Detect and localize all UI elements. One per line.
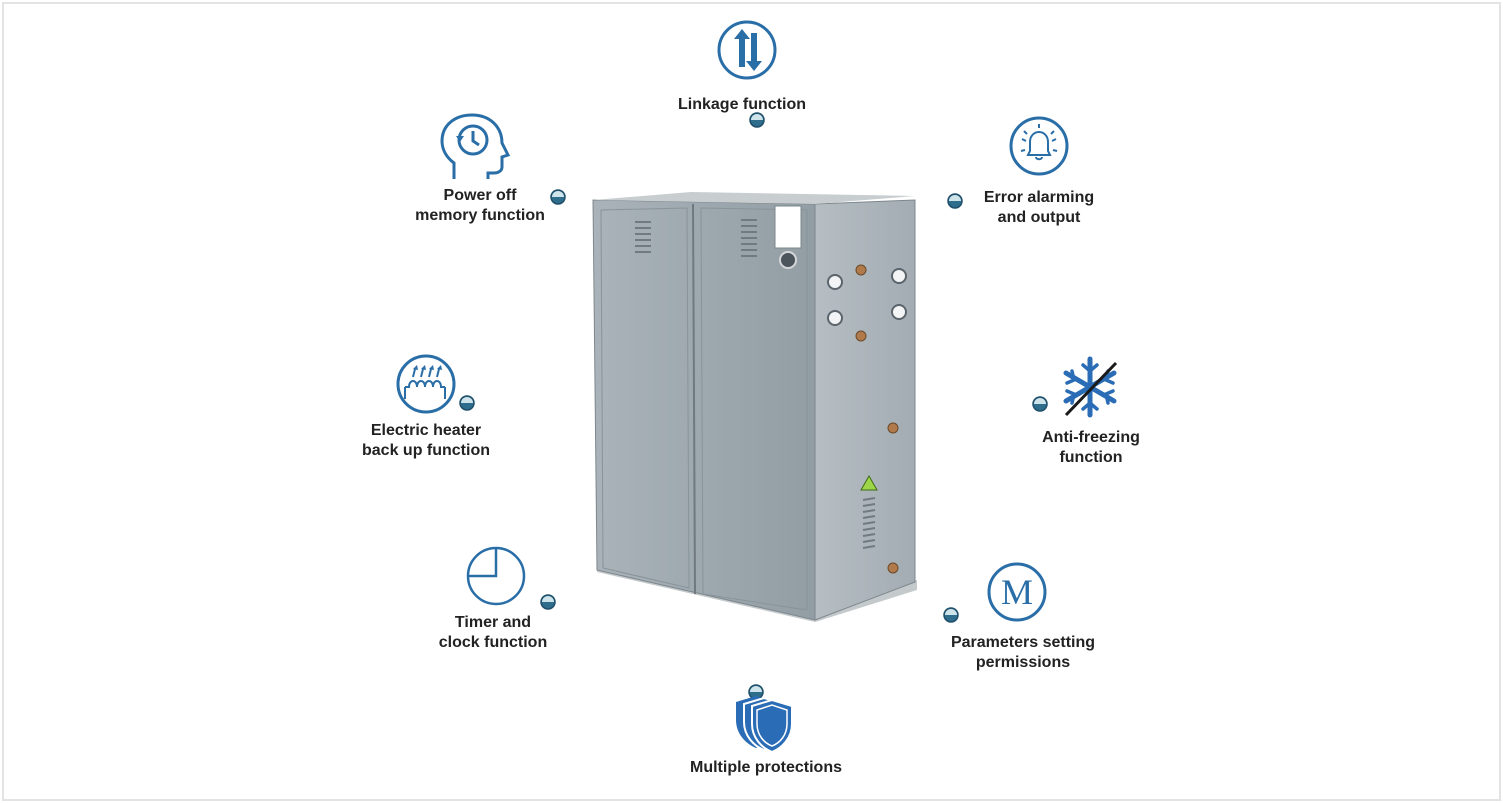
connector-dot	[540, 594, 556, 610]
connector-dot	[748, 684, 764, 700]
anti-freezing-line2: function	[1059, 449, 1123, 466]
electric-heater-line1: Electric heater	[370, 422, 482, 439]
heat-pump-unit-image	[592, 192, 917, 622]
up-down-arrows-icon	[717, 20, 777, 80]
anti-freezing-label: Anti-freezing function	[991, 428, 1191, 468]
connector-dot	[1032, 396, 1048, 412]
power-off-line2: memory function	[415, 207, 545, 224]
anti-freezing-line1: Anti-freezing	[1042, 429, 1140, 446]
multiple-protections-text: Multiple protections	[690, 759, 842, 776]
parameters-setting-line2: permissions	[975, 654, 1071, 671]
power-off-memory-label: Power off memory function	[380, 186, 580, 226]
heater-coil-icon	[396, 354, 456, 414]
linkage-function-text: Linkage function	[678, 96, 806, 113]
connector-dot	[749, 112, 765, 128]
connector-dot	[459, 395, 475, 411]
connector-dot	[550, 189, 566, 205]
electric-heater-label: Electric heater back up function	[326, 421, 526, 461]
m-circle-icon: M	[987, 562, 1047, 622]
timer-clock-label: Timer and clock function	[393, 613, 593, 653]
timer-clock-line2: clock function	[438, 634, 548, 651]
error-alarming-label: Error alarming and output	[939, 188, 1139, 228]
linkage-function-label: Linkage function	[642, 95, 842, 115]
snowflake-slash-icon	[1063, 356, 1118, 418]
error-alarming-line2: and output	[997, 209, 1081, 226]
connector-dot	[943, 607, 959, 623]
error-alarming-line1: Error alarming	[983, 189, 1095, 206]
head-clock-icon	[440, 113, 511, 179]
svg-text:M: M	[1001, 572, 1033, 612]
timer-clock-line1: Timer and	[454, 614, 532, 631]
power-off-line1: Power off	[443, 187, 517, 204]
bell-icon	[1009, 116, 1069, 176]
parameters-setting-line1: Parameters setting	[950, 634, 1096, 651]
shields-icon	[736, 696, 793, 754]
electric-heater-line2: back up function	[362, 442, 490, 459]
connector-dot	[947, 193, 963, 209]
multiple-protections-label: Multiple protections	[652, 758, 880, 778]
clock-quarter-icon	[466, 546, 526, 606]
parameters-setting-label: Parameters setting permissions	[923, 633, 1123, 673]
